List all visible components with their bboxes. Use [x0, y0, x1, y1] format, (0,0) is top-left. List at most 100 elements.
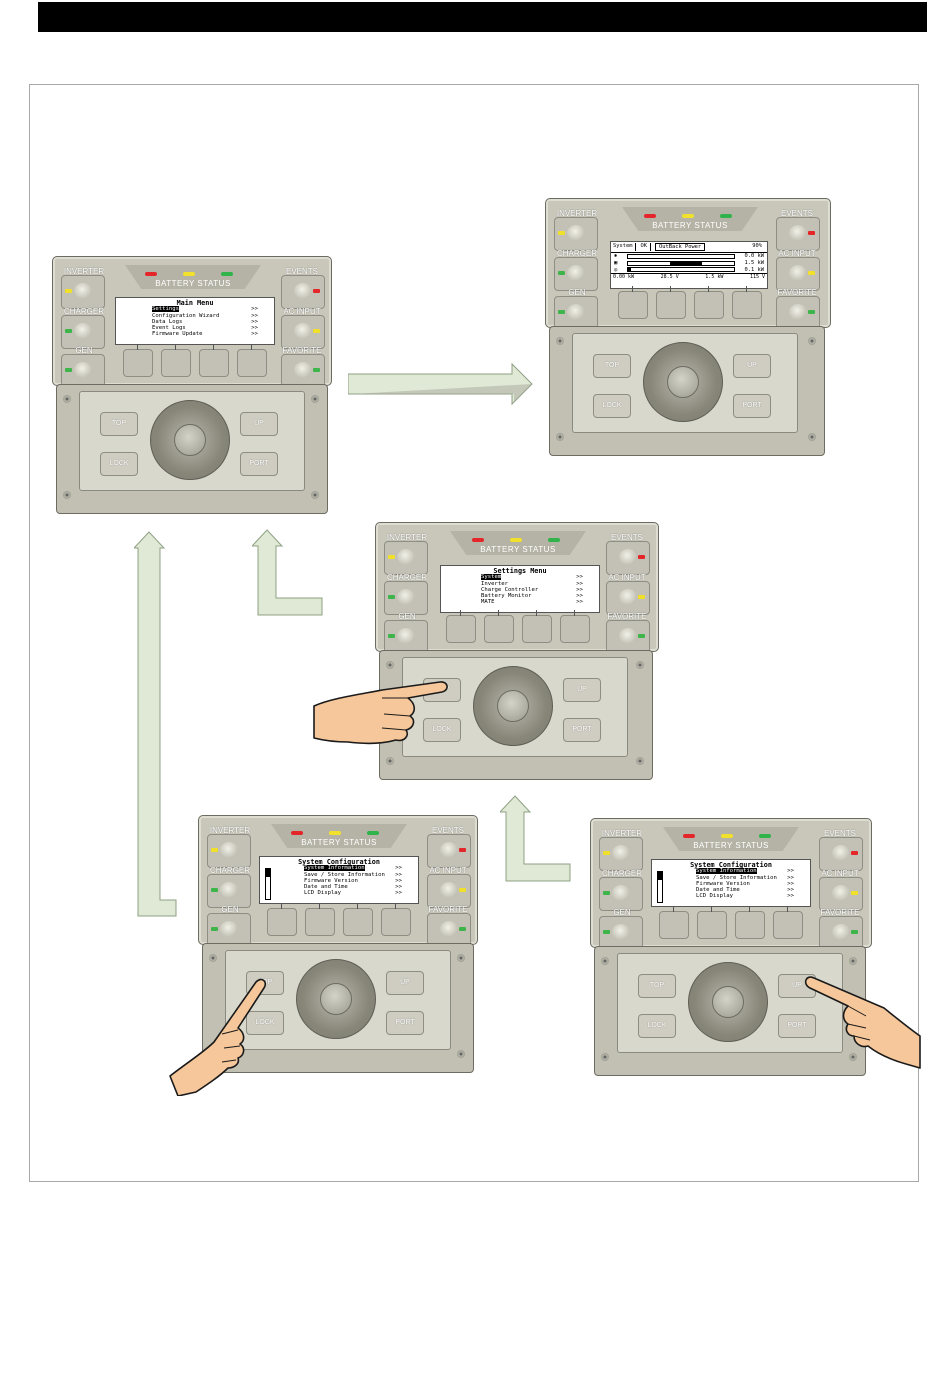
menu-item-label: Firmware Version — [304, 877, 358, 884]
ac-input-button[interactable] — [776, 257, 820, 291]
soft-key-3[interactable] — [694, 286, 724, 319]
menu-item[interactable]: Save / Store Information>> — [652, 875, 810, 881]
port-button[interactable]: PORT — [733, 394, 771, 418]
soft-key-4[interactable] — [732, 286, 762, 319]
menu-item[interactable]: Settings>> — [116, 306, 274, 313]
menu-item[interactable]: Date and Time>> — [260, 884, 418, 890]
menu-item[interactable]: MATE>> — [441, 599, 599, 605]
menu-item[interactable]: Charge Controller>> — [441, 587, 599, 593]
soft-key-2[interactable] — [697, 906, 727, 939]
lock-button[interactable]: LOCK — [100, 452, 138, 476]
favorite-indicator — [459, 927, 466, 931]
chevron: >> — [395, 871, 402, 878]
port-button[interactable]: PORT — [386, 1011, 424, 1035]
control-wheel[interactable] — [473, 666, 553, 746]
lock-button[interactable]: LOCK — [593, 394, 631, 418]
gen-button[interactable] — [599, 916, 643, 950]
chevron: >> — [787, 893, 794, 900]
favorite-button[interactable] — [427, 913, 471, 947]
soft-key-1[interactable] — [618, 286, 648, 319]
up-button[interactable]: UP — [563, 678, 601, 702]
menu-item[interactable]: Save / Store Information>> — [260, 872, 418, 878]
menu-item[interactable]: Inverter>> — [441, 581, 599, 587]
lcd-screen: Settings Menu System>> Inverter>> Charge… — [440, 565, 600, 613]
soft-key-3[interactable] — [735, 906, 765, 939]
menu-item[interactable]: LCD Display>> — [260, 890, 418, 896]
soft-key-2[interactable] — [656, 286, 686, 319]
charger-button[interactable] — [207, 874, 251, 908]
control-wheel[interactable] — [688, 962, 768, 1042]
port-button[interactable]: PORT — [563, 718, 601, 742]
led-red — [145, 272, 157, 276]
lock-button[interactable]: LOCK — [423, 718, 461, 742]
chevron: >> — [787, 887, 794, 894]
favorite-button[interactable] — [281, 354, 325, 388]
ac-input-indicator — [808, 271, 815, 275]
soft-key-2[interactable] — [161, 344, 191, 377]
up-button[interactable]: UP — [733, 354, 771, 378]
menu-item[interactable]: Firmware Version>> — [652, 881, 810, 887]
events-button[interactable] — [776, 217, 820, 251]
gen-button[interactable] — [554, 296, 598, 330]
port-button[interactable]: PORT — [778, 1014, 816, 1038]
menu-item[interactable]: Firmware Update>> — [116, 331, 274, 337]
inverter-label: INVERTER — [601, 829, 643, 838]
control-wheel[interactable] — [150, 400, 230, 480]
power-bar — [627, 267, 735, 273]
soft-key-4[interactable] — [381, 903, 411, 936]
favorite-button[interactable] — [606, 620, 650, 654]
events-button[interactable] — [819, 837, 863, 871]
lcd-screen: Main Menu Settings>> Configuration Wizar… — [115, 297, 275, 345]
chevron: >> — [787, 880, 794, 887]
menu-title: System Configuration — [298, 858, 380, 866]
up-button[interactable]: UP — [240, 412, 278, 436]
control-wheel[interactable] — [296, 959, 376, 1039]
menu-item[interactable]: Configuration Wizard>> — [116, 313, 274, 319]
menu-item[interactable]: Event Logs>> — [116, 325, 274, 331]
menu-item[interactable]: LCD Display>> — [652, 893, 810, 899]
soft-key-1[interactable] — [267, 903, 297, 936]
inverter-button[interactable] — [599, 837, 643, 871]
device-status-screen: BATTERY STATUS INVERTER CHARGER GEN EVEN… — [545, 198, 831, 460]
menu-item[interactable]: Battery Monitor>> — [441, 593, 599, 599]
soft-key-3[interactable] — [343, 903, 373, 936]
soft-key-3[interactable] — [199, 344, 229, 377]
top-button[interactable]: TOP — [638, 974, 676, 998]
screw-icon — [636, 757, 644, 765]
screw-icon — [849, 957, 857, 965]
inverter-button[interactable] — [554, 217, 598, 251]
ac-input-indicator — [459, 888, 466, 892]
top-button[interactable]: TOP — [100, 412, 138, 436]
led-green — [548, 538, 560, 542]
up-button[interactable]: UP — [386, 971, 424, 995]
charger-button[interactable] — [61, 315, 105, 349]
inverter-button[interactable] — [384, 541, 428, 575]
control-wheel[interactable] — [643, 342, 723, 422]
inverter-label: INVERTER — [556, 209, 598, 218]
menu-item[interactable]: System>> — [441, 574, 599, 581]
ac-input-label: AC INPUT — [283, 307, 321, 316]
lock-button[interactable]: LOCK — [638, 1014, 676, 1038]
soft-key-2[interactable] — [484, 610, 514, 643]
charger-indicator — [65, 329, 72, 333]
soft-key-3[interactable] — [522, 610, 552, 643]
soft-key-1[interactable] — [659, 906, 689, 939]
port-button[interactable]: PORT — [240, 452, 278, 476]
menu-item[interactable]: Firmware Version>> — [260, 878, 418, 884]
menu-item[interactable]: System Information>> — [652, 868, 810, 875]
top-button[interactable]: TOP — [593, 354, 631, 378]
gen-indicator — [211, 927, 218, 931]
lock-button[interactable]: LOCK — [246, 1011, 284, 1035]
events-button[interactable] — [281, 275, 325, 309]
ac-input-button[interactable] — [281, 315, 325, 349]
soft-key-1[interactable] — [123, 344, 153, 377]
menu-item[interactable]: Data Logs>> — [116, 319, 274, 325]
soft-key-4[interactable] — [773, 906, 803, 939]
soft-key-4[interactable] — [560, 610, 590, 643]
soft-key-1[interactable] — [446, 610, 476, 643]
soft-key-4[interactable] — [237, 344, 267, 377]
soft-key-2[interactable] — [305, 903, 335, 936]
menu-item[interactable]: Date and Time>> — [652, 887, 810, 893]
menu-item[interactable]: System Information>> — [260, 865, 418, 872]
charger-indicator — [211, 888, 218, 892]
